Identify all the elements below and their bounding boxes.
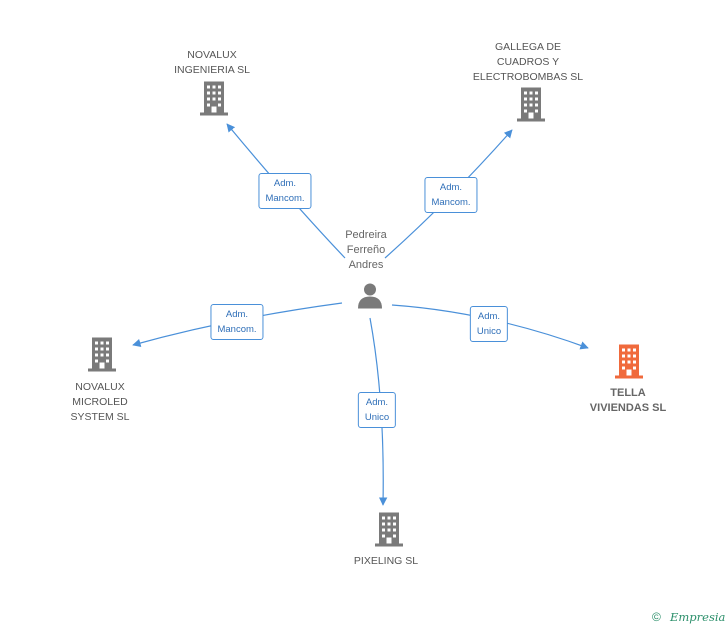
company-name-line3: ELECTROBOMBAS SL <box>472 71 584 83</box>
company-label-gallega[interactable]: GALLEGA DE CUADROS Y ELECTROBOMBAS SL <box>473 40 583 85</box>
role-box-pixeling[interactable]: Adm. Unico <box>357 392 397 428</box>
person-name-line2: Ferreño <box>346 244 386 256</box>
company-name-line2: INGENIERIA SL <box>174 64 250 76</box>
company-label-novalux-ingenieria[interactable]: NOVALUX INGENIERIA SL <box>174 48 250 78</box>
role-line2: Unico <box>364 412 390 423</box>
role-line2: Mancom. <box>217 324 257 335</box>
role-box-gallega[interactable]: Adm. Mancom. <box>424 177 478 213</box>
company-label-tella[interactable]: TELLA VIVIENDAS SL <box>590 386 666 416</box>
role-line2: Mancom. <box>265 193 305 204</box>
role-line1: Adm. <box>439 182 463 193</box>
role-line1: Adm. <box>225 309 249 320</box>
copyright-icon: © <box>652 610 661 624</box>
person-icon[interactable] <box>356 282 384 315</box>
person-name-line1: Pedreira <box>345 229 387 241</box>
role-box-novalux-microled[interactable]: Adm. Mancom. <box>210 304 264 340</box>
brand-logo[interactable]: Empresia <box>670 610 726 624</box>
role-line1: Adm. <box>365 397 389 408</box>
company-label-novalux-microled[interactable]: NOVALUX MICROLED SYSTEM SL <box>71 380 130 425</box>
company-name-line2: MICROLED <box>72 396 128 408</box>
role-box-tella[interactable]: Adm. Unico <box>469 306 509 342</box>
company-name-line1: PIXELING SL <box>353 555 419 567</box>
role-line2: Unico <box>476 326 502 337</box>
role-line2: Mancom. <box>431 197 471 208</box>
person-name-line3: Andres <box>348 259 384 271</box>
building-icon-novalux-microled[interactable] <box>87 337 117 378</box>
building-icon-novalux-ingenieria[interactable] <box>199 81 229 122</box>
role-line1: Adm. <box>477 311 501 322</box>
company-name-line1: TELLA <box>610 387 646 399</box>
person-name[interactable]: Pedreira Ferreño Andres <box>345 228 387 273</box>
company-name-line1: GALLEGA DE <box>495 41 561 53</box>
role-box-novalux-ingenieria[interactable]: Adm. Mancom. <box>258 173 312 209</box>
company-name-line2: CUADROS Y <box>496 56 560 68</box>
company-name-line3: SYSTEM SL <box>70 411 130 423</box>
role-line1: Adm. <box>273 178 297 189</box>
company-name-line2: VIVIENDAS SL <box>589 402 667 414</box>
building-icon-tella[interactable] <box>614 344 644 385</box>
building-icon-pixeling[interactable] <box>374 512 404 553</box>
company-label-pixeling[interactable]: PIXELING SL <box>354 554 418 569</box>
company-name-line1: NOVALUX <box>187 49 237 61</box>
building-icon-gallega[interactable] <box>516 87 546 128</box>
company-name-line1: NOVALUX <box>75 381 125 393</box>
